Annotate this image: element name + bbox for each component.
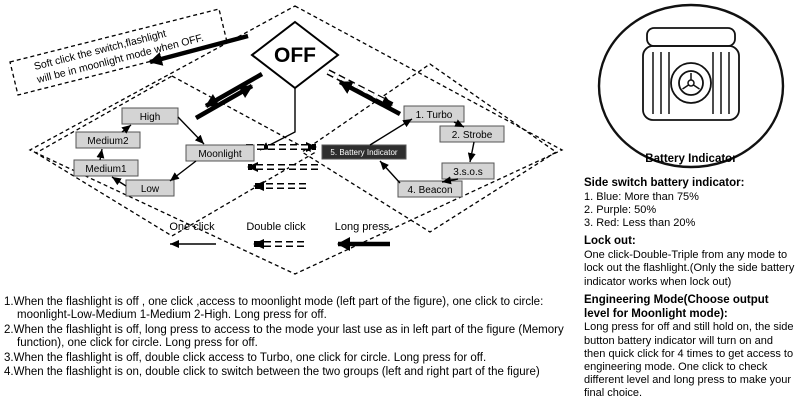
left-group-dotted-diamond [34,75,316,237]
side-button [677,70,704,96]
mode-label-low: Low [141,184,160,195]
mode-box-low [125,179,175,197]
one-click-arrow-medium1-to-medium2 [96,148,105,161]
mode-label-high: High [140,112,161,123]
instruction-item-1: 1.When the flashlight is off , one click… [4,296,544,321]
one-click-arrow-low-to-medium1 [111,176,127,187]
mode-box-battery-indicator [321,144,407,160]
illustration-circle [597,3,784,169]
mode-box-high [121,107,179,125]
mode-label-beacon: 4. Beacon [407,185,452,196]
side-button-emblem [681,73,700,90]
mode-box-beacon [397,180,463,198]
one-click-arrow-beacon-to-battery [379,160,401,184]
long-press-arrow-to-note [149,33,249,66]
mode-box-sos [441,162,495,180]
side-switch-item-blue: 1. Blue: More than 75% [584,190,699,203]
one-click-arrow-high-to-moonlight [177,116,205,145]
legend-one-click-label: One click [169,221,215,233]
side-switch-item-red: 3. Red: Less than 20% [584,217,696,230]
mode-box-moonlight [185,144,255,162]
mode-label-strobe: 2. Strobe [452,130,493,141]
engineering-mode-title: Engineering Mode(Choose output level for… [584,293,769,320]
numbered-instructions: 1.When the flashlight is off , one click… [4,296,570,381]
legend-long-press-label: Long press [335,221,390,233]
mode-box-medium2 [75,131,141,149]
side-button-bezel [669,62,712,104]
double-click-arrow-off-to-turbo [326,69,394,108]
side-switch-item-purple: 2. Purple: 50% [584,203,657,216]
mode-label-battery-indicator: 5. Battery Indicator [330,148,397,157]
right-panel: Battery Indicator Side switch battery in… [584,2,797,400]
mode-box-turbo [403,105,465,123]
one-click-arrow-off-to-moonlight [259,88,296,151]
instruction-item-2: 2.When the flashlight is off, long press… [4,323,564,349]
note-dotted-box [9,8,228,96]
one-click-arrow-medium2-to-high [121,124,132,134]
off-state-label: OFF [274,44,316,67]
outer-dotted-diamond [28,5,564,275]
mode-box-strobe [439,125,505,143]
one-click-arrow-turbo-to-strobe [453,119,465,128]
flashlight-head-body [641,45,740,121]
right-group-dotted-diamond [300,63,558,233]
mode-label-medium1: Medium1 [85,164,127,175]
mode-flow-diagram: Soft click the switch,flashlight will be… [9,5,564,275]
flashlight-head-illustration: Battery Indicator [597,3,784,169]
mode-box-medium1 [73,159,139,177]
one-click-arrow-strobe-to-sos [467,141,476,163]
mode-label-sos: 3.s.o.s [453,167,482,178]
lock-out-title: Lock out: [584,235,636,248]
legend-double-click-label: Double click [246,221,306,233]
cooling-fins [651,52,730,114]
battery-indicator-caption: Battery Indicator [645,153,737,165]
instruction-item-3: 3.When the flashlight is off, double cli… [4,351,487,364]
mode-label-medium2: Medium2 [87,136,129,147]
one-click-arrow-sos-to-beacon [441,176,459,185]
lock-out-body: One click-Double-Triple from any mode to… [584,249,795,288]
engineering-mode-body: Long press for off and still hold on, th… [584,321,794,400]
long-press-arrow-off-to-left-group [204,72,264,108]
mode-label-moonlight: Moonlight [198,149,242,160]
side-switch-title: Side switch battery indicator: [584,177,745,189]
long-press-arrow-left-group-to-off [194,84,254,120]
one-click-arrow-battery-to-turbo [369,118,413,146]
flashlight-top-cap [645,27,736,47]
long-press-arrow-right-group-to-off [338,80,402,116]
instruction-item-4: 4.When the flashlight is on, double clic… [4,366,540,379]
one-click-arrow-moonlight-to-low [169,160,197,182]
mode-label-turbo: 1. Turbo [416,110,453,121]
